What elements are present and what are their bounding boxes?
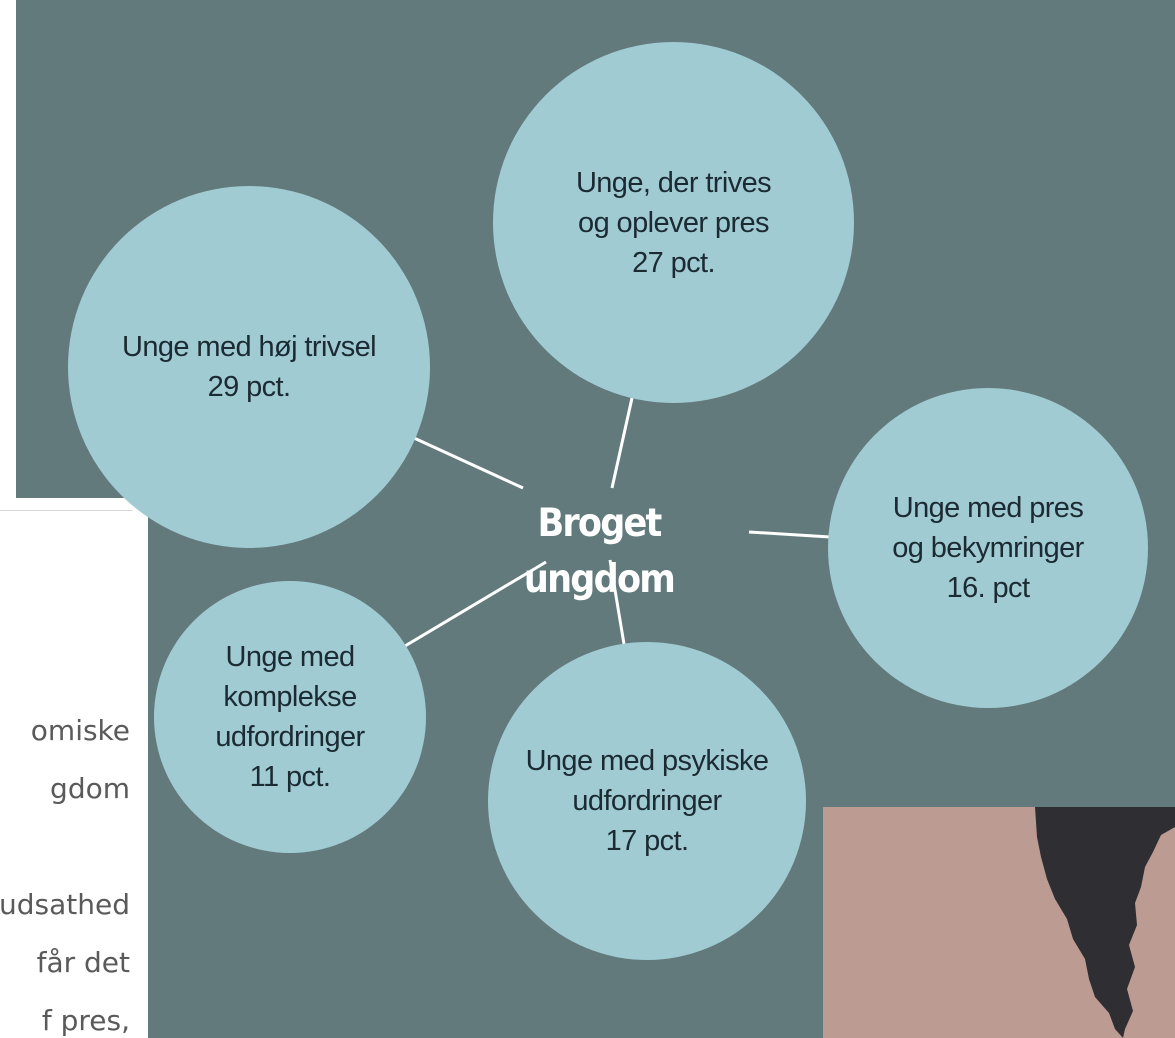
bubble-value: 29 pct. [207,371,291,403]
connector-komplekse [404,560,547,648]
article-line: udsathed [0,888,130,921]
bubble-psykiske: Unge med psykiske udfordringer 17 pct. [488,642,806,960]
article-divider [0,510,132,511]
bubble-value: 11 pct. [249,761,331,793]
connector-pres-bekymringer [748,530,831,539]
bubble-label: Unge med pres [892,492,1084,524]
bubble-hoej-trivsel: Unge med høj trivsel 29 pct. [68,186,430,548]
bubble-value: 27 pct. [632,246,715,279]
article-line: f pres, [41,1004,130,1037]
bubble-label: udfordringer [572,785,722,817]
article-line: omiske [30,714,130,747]
bubble-label: Unge, der trives [575,166,772,199]
bubble-value: 17 pct. [605,825,689,857]
article-text-fragment: omiske gdom udsathed får det f pres, [0,498,148,1038]
bubble-label: Unge med høj trivsel [122,331,377,363]
bubble-label: udfordringer [215,721,365,753]
diagram-title: Broget ungdom [523,501,676,602]
bubble-label: og bekymringer [892,532,1084,564]
bubble-label: komplekse [223,681,357,713]
illustration-thumbnail [823,807,1175,1038]
dark-silhouette-shape [1035,807,1175,1038]
article-line: får det [36,946,130,979]
connector-psykiske [608,559,626,645]
connector-hoej-trivsel [413,436,524,490]
bubble-pres-bekymringer: Unge med pres og bekymringer 16. pct [828,388,1148,708]
bubble-label: Unge med [225,641,356,673]
bubble-label: Unge med psykiske [525,745,769,777]
bubble-value: 16. pct [946,572,1030,604]
bubble-label: og oplever pres [578,206,770,239]
bubble-komplekse: Unge med komplekse udfordringer 11 pct. [154,581,426,853]
connector-trives-pres [610,397,634,489]
bubble-trives-pres: Unge, der trives og oplever pres 27 pct. [493,42,854,403]
article-line: gdom [50,772,130,805]
